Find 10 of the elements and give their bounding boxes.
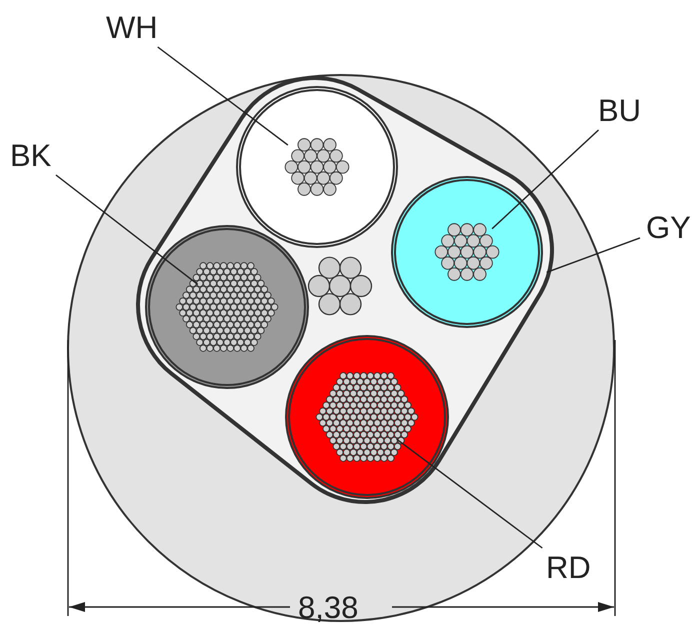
callout-label: GY bbox=[646, 212, 691, 243]
callout-label: RD bbox=[546, 552, 591, 583]
leader-line bbox=[56, 174, 198, 285]
callout-label: BU bbox=[598, 95, 642, 126]
callout-label: WH bbox=[106, 12, 158, 43]
dimension-value: 8,38 bbox=[298, 592, 358, 623]
leader-line bbox=[546, 237, 640, 273]
callout-label: BK bbox=[10, 140, 52, 171]
leader-line bbox=[157, 46, 288, 146]
leader-line bbox=[492, 129, 599, 230]
